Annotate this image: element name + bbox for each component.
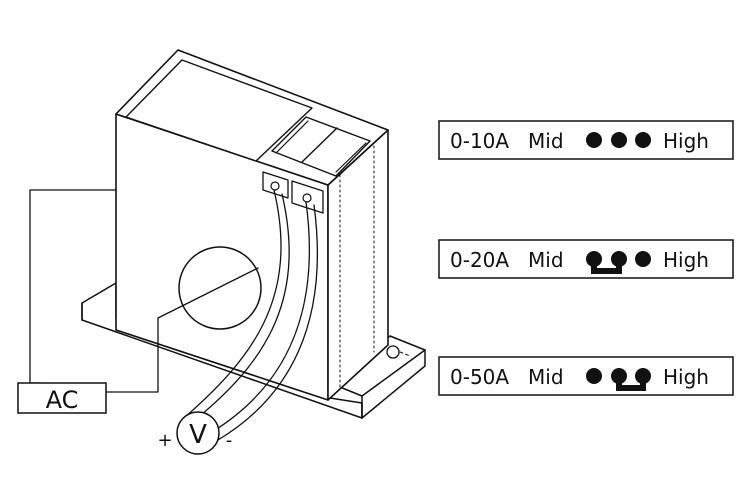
mid-label: Mid — [528, 365, 564, 389]
jumper-pin-1 — [586, 132, 602, 148]
ac-source-label: AC — [46, 386, 79, 414]
mounting-hole — [386, 345, 400, 359]
voltmeter-negative: - — [226, 430, 233, 451]
jumper-pin-3 — [635, 132, 651, 148]
jumper-pin-1 — [586, 368, 602, 384]
voltmeter: V + - — [157, 411, 233, 455]
high-label: High — [663, 129, 709, 153]
high-label: High — [663, 248, 709, 272]
voltmeter-body — [176, 411, 220, 455]
primary-conductor — [157, 267, 259, 319]
high-label: High — [663, 365, 709, 389]
range-setting-1: 0-10A Mid High — [438, 120, 734, 160]
range-label: 0-10A — [450, 129, 509, 153]
voltmeter-symbol: V — [189, 420, 207, 450]
range-setting-3: 0-50A Mid High — [438, 356, 734, 396]
transformer-housing — [81, 49, 426, 419]
range-setting-2: 0-20A Mid High — [438, 239, 734, 279]
jumper-pin-2 — [611, 368, 627, 384]
jumper-pin-2 — [611, 251, 627, 267]
voltmeter-positive: + — [157, 430, 172, 451]
jumper-pin-1 — [586, 251, 602, 267]
mid-label: Mid — [528, 129, 564, 153]
meter-leads — [183, 189, 318, 441]
range-label: 0-50A — [450, 365, 509, 389]
mid-label: Mid — [528, 248, 564, 272]
ac-source-box: AC — [17, 382, 107, 414]
range-label: 0-20A — [450, 248, 509, 272]
jumper-pin-3 — [635, 251, 651, 267]
terminal-screw-right — [302, 193, 312, 203]
terminal-screw-left — [270, 181, 280, 191]
top-label-panel — [125, 59, 313, 162]
output-terminals — [262, 171, 324, 214]
jumper-pin-2 — [611, 132, 627, 148]
jumper-pin-3 — [635, 368, 651, 384]
ac-source-frame — [17, 382, 107, 414]
primary-aperture — [178, 246, 262, 330]
